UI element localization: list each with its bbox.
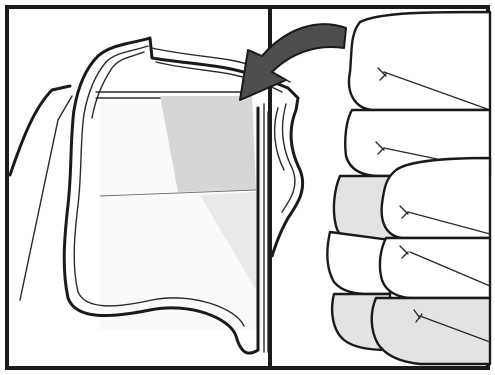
curved-arrow-icon	[240, 24, 346, 100]
folded-towel-stack-icon	[327, 12, 490, 364]
